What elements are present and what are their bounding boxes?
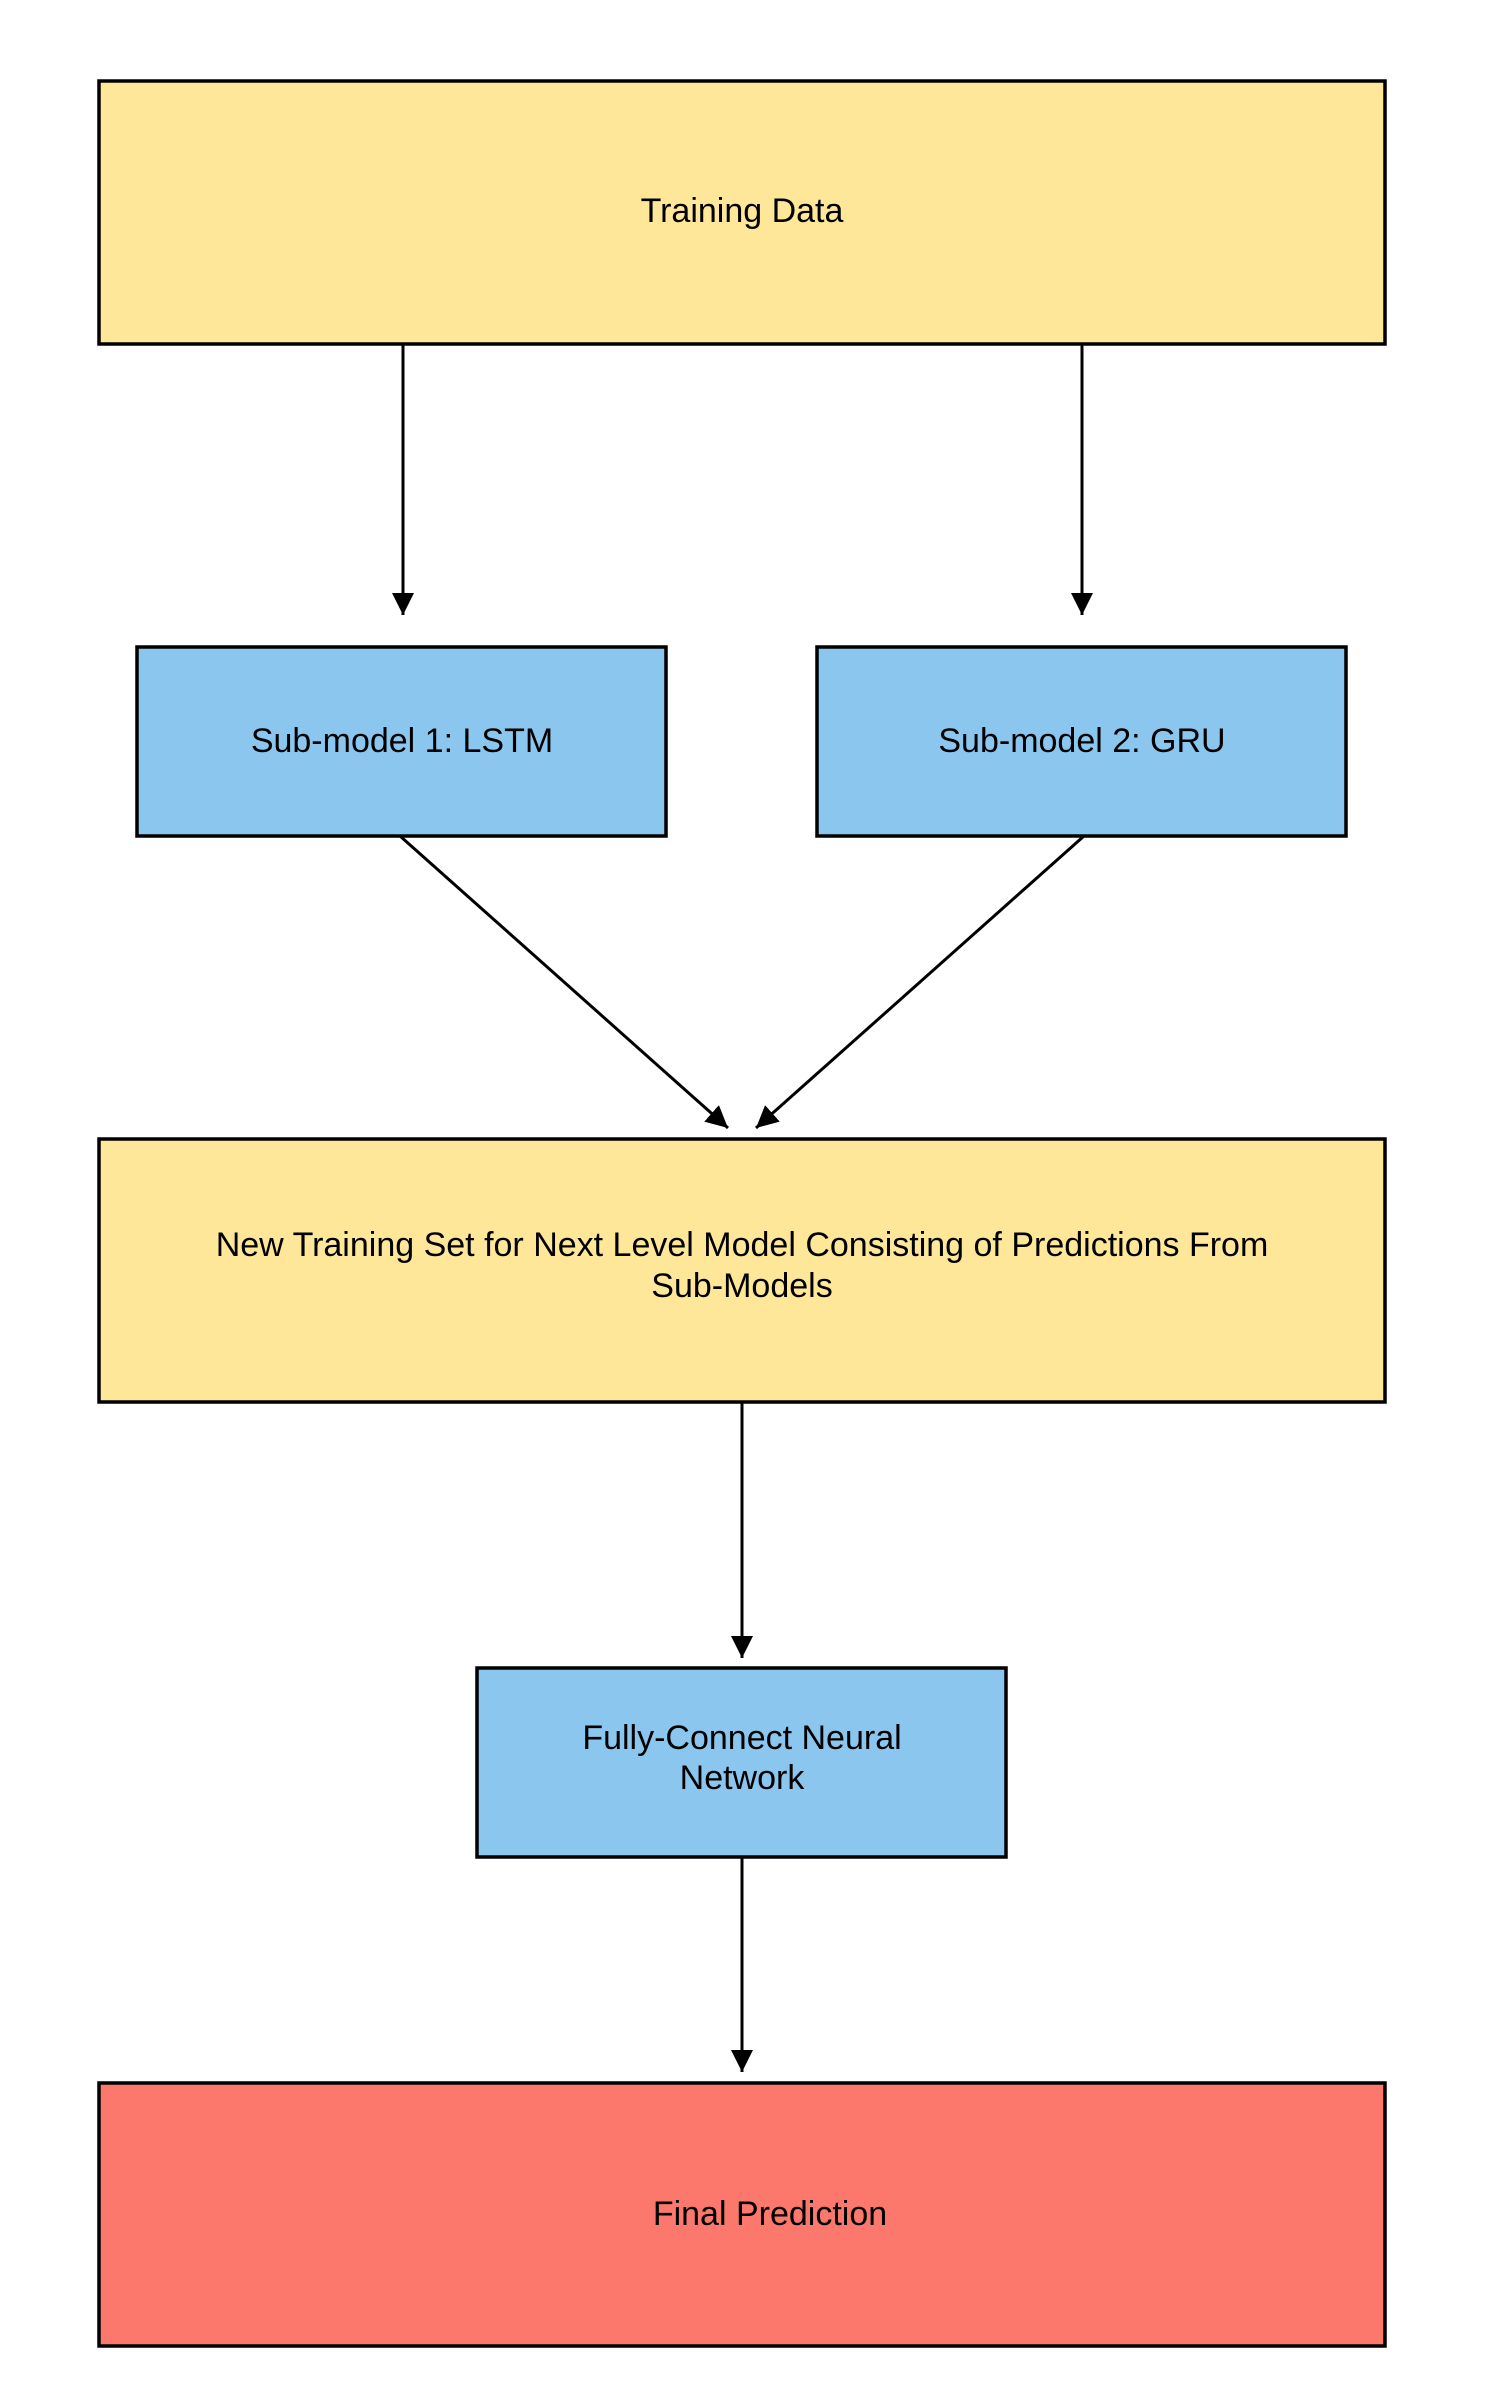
edge-lstm-to-new-training-set bbox=[399, 834, 729, 1130]
new-training-set-label-line1: New Training Set for Next Level Model Co… bbox=[216, 1226, 1269, 1264]
final-prediction-box bbox=[97, 2081, 1387, 2348]
node-training-data: Training Data bbox=[97, 79, 1387, 346]
fcnn-label-line1: Fully-Connect Neural bbox=[582, 1719, 901, 1757]
new-training-set-box bbox=[97, 1137, 1387, 1404]
node-fcnn: Fully-Connect Neural Network bbox=[475, 1666, 1008, 1859]
node-new-training-set: New Training Set for Next Level Model Co… bbox=[97, 1137, 1387, 1404]
gru-label: Sub-model 2: GRU bbox=[938, 722, 1225, 760]
node-final-prediction: Final Prediction bbox=[97, 2081, 1387, 2348]
node-gru: Sub-model 2: GRU bbox=[815, 645, 1348, 838]
node-lstm: Sub-model 1: LSTM bbox=[135, 645, 668, 838]
edges bbox=[392, 343, 1093, 2072]
gru-box bbox=[815, 645, 1348, 838]
final-prediction-label: Final Prediction bbox=[653, 2195, 887, 2233]
lstm-label: Sub-model 1: LSTM bbox=[251, 722, 553, 760]
fcnn-label-line2: Network bbox=[680, 1759, 806, 1797]
lstm-box bbox=[135, 645, 668, 838]
new-training-set-label-line2: Sub-Models bbox=[651, 1267, 832, 1305]
fcnn-box bbox=[475, 1666, 1008, 1859]
training-data-box bbox=[97, 79, 1387, 346]
edge-gru-to-new-training-set bbox=[755, 834, 1085, 1130]
training-data-label: Training Data bbox=[641, 192, 844, 230]
